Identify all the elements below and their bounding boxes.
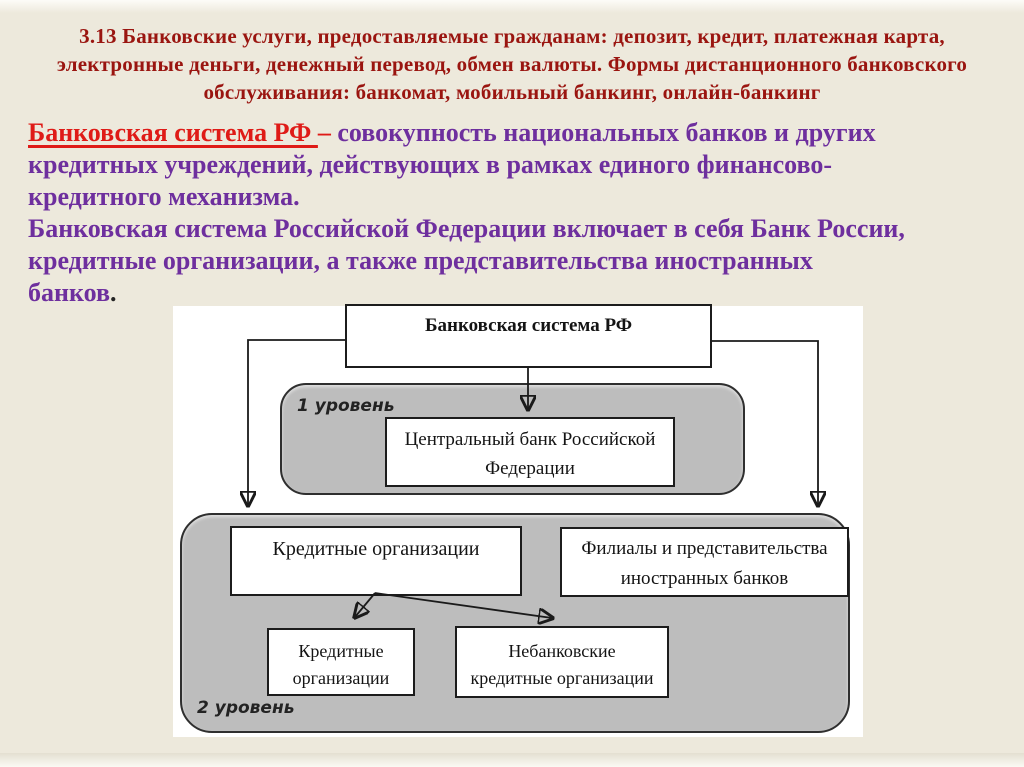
foreign-branches-box: Филиалы и представительства иностранных … bbox=[560, 527, 849, 597]
credit-orgs-small-line-1: Кредитные bbox=[298, 641, 384, 661]
foreign-branches-line-2: иностранных банков bbox=[620, 568, 789, 589]
credit-orgs-label: Кредитные организации bbox=[272, 538, 480, 560]
central-bank-box: Центральный банк Российской Федерации bbox=[385, 417, 675, 487]
term-bank-system: Банковская система РФ bbox=[28, 118, 318, 147]
central-bank-line-1: Центральный банк Российской bbox=[404, 429, 656, 450]
definition-paragraph: Банковская система РФ – совокупность нац… bbox=[28, 117, 1013, 309]
credit-orgs-box: Кредитные организации bbox=[230, 526, 522, 596]
body-line-6-period: . bbox=[110, 278, 117, 307]
credit-orgs-small-box: Кредитные организации bbox=[267, 628, 415, 696]
definition-text-1: совокупность национальных банков и други… bbox=[337, 118, 876, 147]
body-line-4: Банковская система Российской Федерации … bbox=[28, 214, 905, 243]
root-box-bank-system: Банковская система РФ bbox=[345, 304, 712, 368]
central-bank-line-2: Федерации bbox=[485, 458, 575, 479]
bank-system-diagram: Банковская система РФ 1 уровень Централь… bbox=[173, 304, 863, 737]
level1-container: 1 уровень Центральный банк Российской Фе… bbox=[280, 383, 745, 495]
body-line-2: кредитных учреждений, действующих в рамк… bbox=[28, 150, 833, 179]
title-line-1: 3.13 Банковские услуги, предоставляемые … bbox=[79, 24, 945, 48]
body-line-6-word: банков bbox=[28, 278, 111, 307]
body-line-5: кредитные организации, а также представи… bbox=[28, 246, 813, 275]
level2-container: Кредитные организации Филиалы и представ… bbox=[180, 513, 850, 733]
body-line-3: кредитного механизма. bbox=[28, 182, 300, 211]
body-line-6: банков. bbox=[28, 277, 1013, 309]
level2-label: 2 уровень bbox=[197, 698, 295, 718]
credit-orgs-small-line-2: организации bbox=[292, 668, 390, 688]
level1-label: 1 уровень bbox=[297, 396, 395, 416]
title-line-3: обслуживания: банкомат, мобильный банкин… bbox=[203, 80, 821, 104]
root-box-label: Банковская система РФ bbox=[424, 315, 633, 336]
slide-title: 3.13 Банковские услуги, предоставляемые … bbox=[0, 22, 1024, 106]
dash: – bbox=[317, 118, 338, 147]
nonbank-line-2: кредитные организации bbox=[470, 668, 654, 688]
slide-bottom-edge bbox=[0, 753, 1024, 767]
nonbank-line-1: Небанковские bbox=[508, 641, 616, 661]
title-line-2: электронные деньги, денежный перевод, об… bbox=[56, 52, 968, 76]
body-line-1: Банковская система РФ – совокупность нац… bbox=[28, 117, 1013, 149]
nonbank-credit-orgs-box: Небанковские кредитные организации bbox=[455, 626, 669, 698]
slide-top-edge bbox=[0, 0, 1024, 13]
foreign-branches-line-1: Филиалы и представительства bbox=[581, 538, 828, 559]
